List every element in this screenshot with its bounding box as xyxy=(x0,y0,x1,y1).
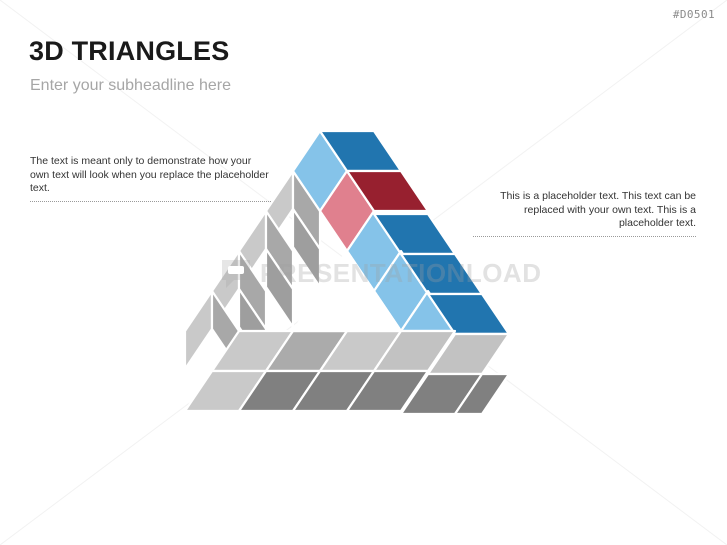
triangle-inner-hole xyxy=(291,249,403,333)
page-subtitle: Enter your subheadline here xyxy=(30,77,232,94)
document-id: #D0501 xyxy=(672,8,715,21)
callout-right-divider xyxy=(473,235,696,237)
second-right-face xyxy=(345,169,430,213)
triangle-diagram[interactable] xyxy=(180,110,540,430)
page-title: 3D TRIANGLES xyxy=(29,36,230,66)
callout-left-text: The text is meant only to demonstrate ho… xyxy=(30,155,269,195)
callout-left[interactable]: The text is meant only to demonstrate ho… xyxy=(30,155,273,202)
callout-right-text: This is a placeholder text. This text ca… xyxy=(500,190,696,230)
callout-right[interactable]: This is a placeholder text. This text ca… xyxy=(473,190,696,237)
triangle-bottom-front-faces xyxy=(183,369,511,416)
triangle-bottom-top-faces xyxy=(210,329,511,376)
callout-left-divider xyxy=(30,200,273,202)
triangle-diagram-svg xyxy=(183,129,511,416)
